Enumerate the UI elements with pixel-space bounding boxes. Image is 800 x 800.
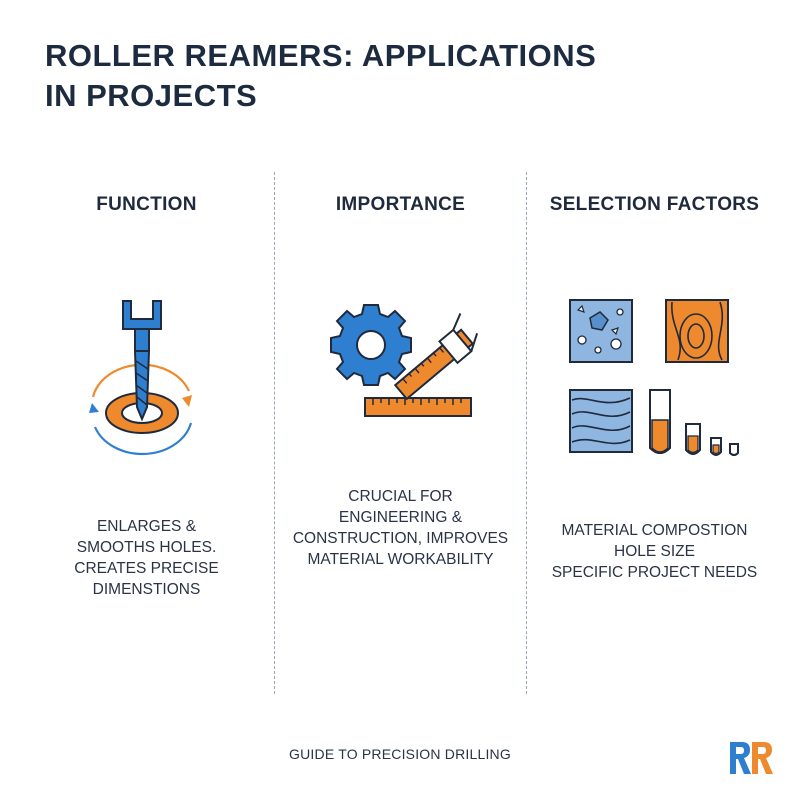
title-line-2: IN PROJECTS: [45, 78, 258, 113]
drill-reamer-icon: [89, 300, 193, 456]
description-line: ENLARGES &: [96, 518, 197, 535]
description-line: SMOOTHS HOLES.: [76, 539, 217, 556]
gear-and-ruler-icon: [330, 304, 479, 417]
description-line: ENGINEERING &: [338, 509, 463, 526]
column-description-function: ENLARGES & SMOOTHS HOLES. CREATES PRECIS…: [20, 516, 273, 600]
column-heading-function: FUNCTION: [96, 194, 197, 215]
material-samples-icon: [569, 299, 739, 456]
description-line: SPECIFIC PROJECT NEEDS: [551, 564, 758, 581]
column-divider-2: [526, 172, 527, 694]
logo-text: RR: [728, 740, 730, 741]
column-divider-1: [274, 172, 275, 694]
description-line: DIMENSTIONS: [92, 581, 201, 598]
description-line: MATERIAL COMPOSTION: [561, 522, 748, 539]
column-heading-importance: IMPORTANCE: [335, 194, 466, 215]
column-description-importance: CRUCIAL FOR ENGINEERING & CONSTRUCTION, …: [274, 486, 527, 570]
description-line: CONSTRUCTION, IMPROVES: [292, 530, 509, 547]
footer-caption: GUIDE TO PRECISION DRILLING: [289, 746, 511, 762]
description-line: MATERIAL WORKABILITY: [307, 551, 494, 568]
column-description-selection-factors: MATERIAL COMPOSTION HOLE SIZE SPECIFIC P…: [528, 520, 781, 583]
column-heading-selection-factors: SELECTION FACTORS: [549, 194, 760, 215]
title-line-1: ROLLER REAMERS: APPLICATIONS: [45, 38, 597, 73]
page-title: ROLLER REAMERS: APPLICATIONS IN PROJECTS: [45, 36, 645, 116]
description-line: HOLE SIZE: [614, 543, 695, 560]
description-line: CRUCIAL FOR: [348, 488, 453, 505]
rr-logo-icon: RR: [728, 740, 773, 774]
description-line: CREATES PRECISE: [74, 560, 219, 577]
